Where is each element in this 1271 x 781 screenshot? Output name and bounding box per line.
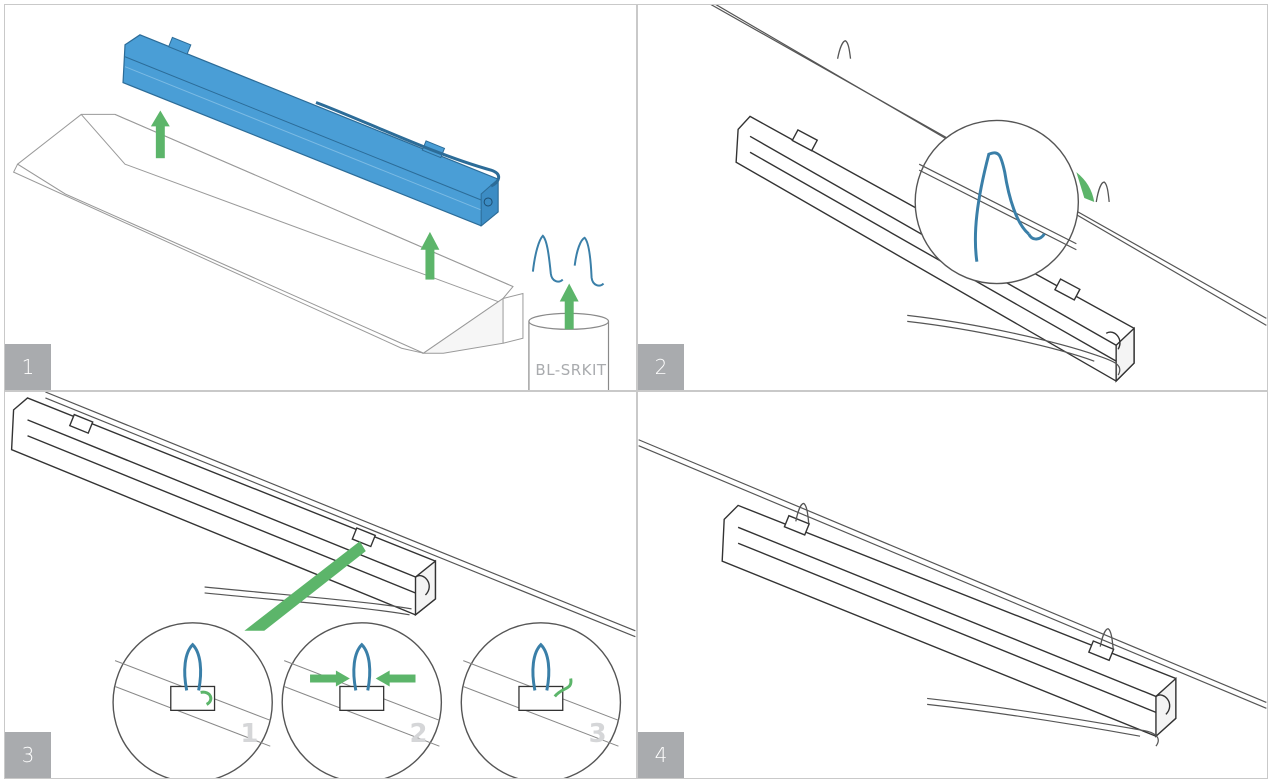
step-3-panel: 1 2 3 3 — [4, 391, 637, 779]
power-cord — [927, 697, 1159, 747]
substep-number: 3 — [589, 719, 607, 749]
step-4-illustration — [638, 439, 1267, 747]
light-fixture-highlighted — [122, 34, 501, 227]
rotate-arrow-icon — [1076, 172, 1095, 202]
spring-clip-icon — [531, 234, 605, 287]
light-fixture — [10, 397, 437, 617]
step-1-panel: BL-SRKIT 1 — [4, 4, 637, 391]
substep-2-detail: 2 — [281, 622, 443, 778]
support-cable — [45, 392, 636, 638]
packaging-box — [12, 113, 524, 354]
step-1-illustration — [12, 34, 610, 390]
substep-number: 1 — [240, 719, 258, 749]
step-2-panel: 2 — [637, 4, 1268, 391]
step-number-badge: 2 — [638, 344, 684, 390]
substep-number: 2 — [410, 719, 428, 749]
lift-arrow-right — [420, 231, 440, 280]
step-number-badge: 3 — [5, 732, 51, 778]
step-4-panel: 4 — [637, 391, 1268, 779]
power-cord — [907, 314, 1121, 376]
step-number-badge: 4 — [638, 732, 684, 778]
kit-label: BL-SRKIT — [535, 361, 607, 379]
clip-on-cable-icon — [836, 40, 1110, 203]
step-number-badge: 1 — [5, 344, 51, 390]
support-cable — [638, 439, 1267, 709]
suspension-clip-icon — [795, 502, 1114, 649]
substep-1-detail: 1 — [112, 622, 273, 778]
light-fixture — [721, 504, 1177, 738]
detail-pointer — [244, 541, 366, 631]
step-2-illustration — [710, 5, 1267, 383]
lift-arrow-kit — [559, 283, 579, 330]
substep-3-detail: 3 — [460, 622, 622, 778]
zoom-detail-circle — [914, 119, 1095, 285]
lift-arrow-left — [150, 110, 170, 159]
step-3-illustration: 1 2 3 — [10, 392, 636, 778]
power-cord — [204, 586, 412, 616]
